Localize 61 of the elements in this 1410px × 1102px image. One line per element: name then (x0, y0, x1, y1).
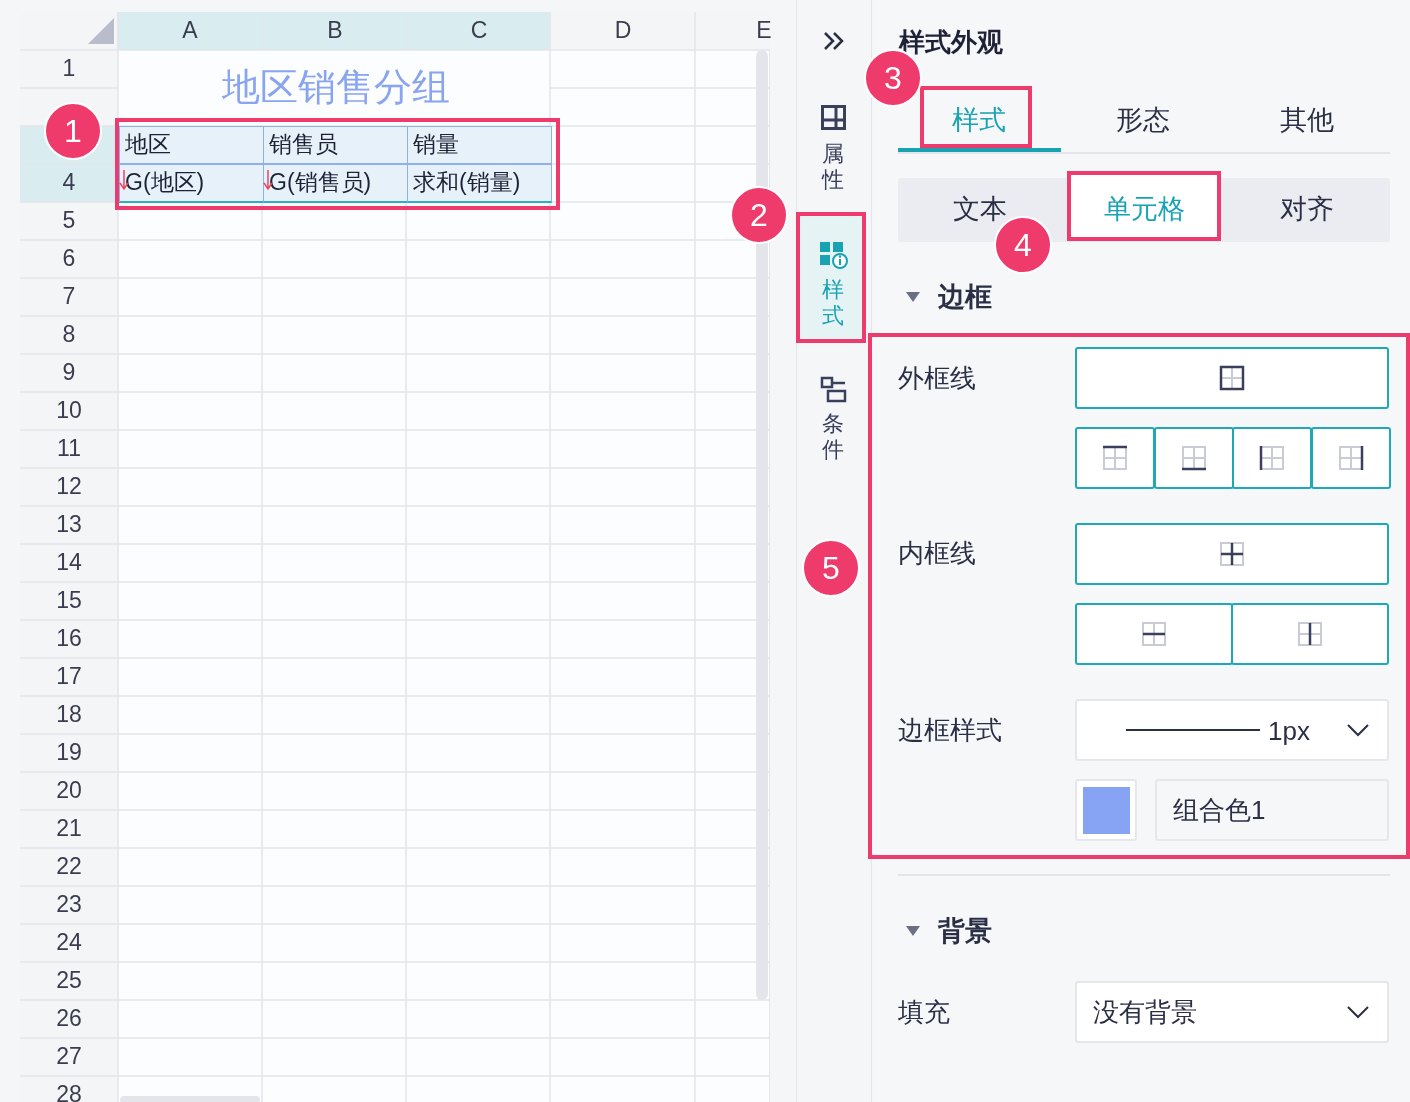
tab-label: 样式 (952, 106, 1006, 136)
row-number: 27 (56, 1044, 82, 1070)
highlight-frame (1067, 171, 1221, 241)
row-number: 5 (62, 208, 76, 234)
column-header: C (470, 18, 488, 44)
table-cell: 销量 (407, 126, 552, 164)
row-number: 25 (56, 968, 82, 994)
row-number: 16 (56, 626, 82, 652)
field-label: 边框样式 (898, 715, 1002, 745)
segment-label: 对齐 (1280, 195, 1334, 225)
row-number: 24 (56, 930, 82, 956)
table-cell: G(地区) (119, 164, 264, 203)
field-label: 填充 (898, 997, 950, 1027)
column-header: D (614, 18, 632, 44)
table-cell: G(销售员) (263, 164, 408, 203)
highlight-frame (868, 333, 1410, 859)
section-heading: 边框 (938, 283, 992, 313)
row-number: 22 (56, 854, 82, 880)
sidebar-label: 条件 (821, 411, 845, 463)
column-header: B (327, 18, 343, 44)
field-label: 内框线 (898, 538, 976, 568)
row-number: 14 (56, 550, 82, 576)
callout-number: 2 (730, 186, 788, 244)
field-label: 外框线 (898, 363, 976, 393)
row-number: 19 (56, 740, 82, 766)
row-number: 12 (56, 474, 82, 500)
row-number: 7 (62, 284, 76, 310)
row-number: 8 (62, 322, 76, 348)
row-number: 15 (56, 588, 82, 614)
segment-label: 单元格 (1103, 195, 1185, 225)
sidebar-label: 属性 (821, 141, 845, 193)
table-cell: 销售员 (263, 126, 408, 164)
row-number: 13 (56, 512, 82, 538)
section-heading: 背景 (938, 917, 992, 947)
row-number: 21 (56, 816, 82, 842)
column-header: A (182, 18, 198, 44)
background-dropdown: 没有背景 (1075, 981, 1389, 1043)
row-number: 1 (62, 56, 76, 82)
sidebar-label: 样式 (821, 277, 845, 329)
row-number: 23 (56, 892, 82, 918)
color-field: 组合色1 (1155, 779, 1389, 841)
row-number: 4 (62, 170, 76, 196)
table-cell: 求和(销量) (407, 164, 552, 203)
tab-label: 形态 (1116, 106, 1170, 136)
tab-label: 其他 (1280, 106, 1334, 136)
column-header: E (756, 18, 772, 44)
highlight-frame (796, 212, 866, 343)
row-number: 20 (56, 778, 82, 804)
row-number: 10 (56, 398, 82, 424)
row-number: 18 (56, 702, 82, 728)
row-number: 9 (62, 360, 76, 386)
row-number: 6 (62, 246, 76, 272)
row-number: 26 (56, 1006, 82, 1032)
row-number: 17 (56, 664, 82, 690)
dropdown-value: 1px (1268, 716, 1310, 746)
sheet-title: 地区销售分组 (222, 67, 450, 109)
table-cell: 地区 (119, 126, 264, 164)
row-number: 11 (57, 436, 81, 462)
highlight-frame (920, 86, 1032, 148)
row-number: 28 (56, 1082, 82, 1102)
highlight-frame (115, 118, 560, 210)
